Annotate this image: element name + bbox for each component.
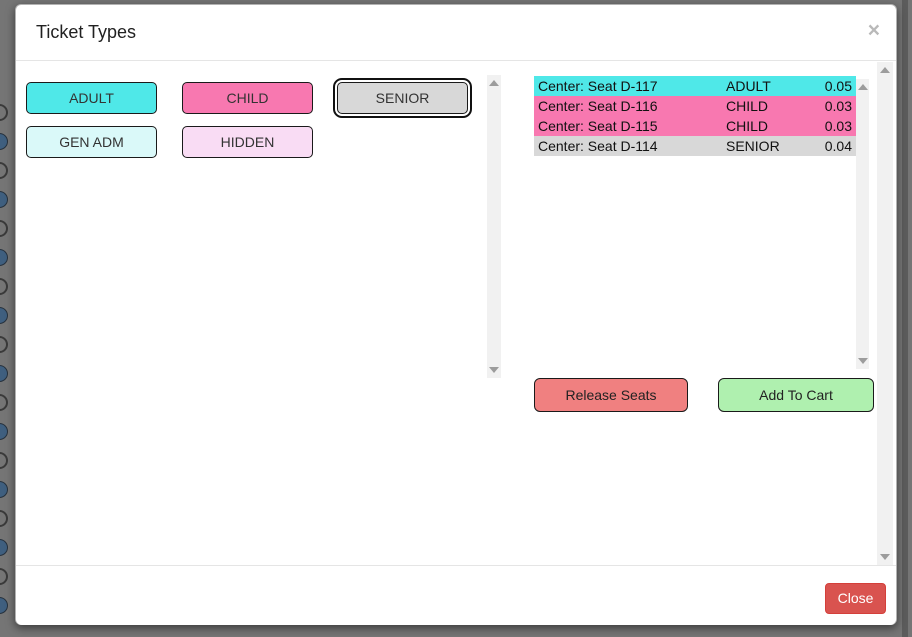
seat-circle-icon — [0, 510, 8, 527]
ticket-type-button-senior[interactable]: SENIOR — [333, 78, 472, 118]
ticket-types-modal: Ticket Types × ADULT CHILD SENIOR GEN AD… — [15, 4, 897, 625]
release-seats-button[interactable]: Release Seats — [534, 378, 688, 412]
ticket-type-button-hidden[interactable]: HIDDEN — [182, 126, 313, 158]
seat-circle-icon — [0, 336, 8, 353]
scroll-down-icon[interactable] — [880, 554, 890, 560]
seat-label: Center: Seat D-117 — [538, 78, 658, 94]
ticket-type-button-child[interactable]: CHILD — [182, 82, 313, 114]
modal-footer: Close — [16, 565, 896, 625]
modal-header: Ticket Types × — [16, 5, 896, 61]
seat-price: 0.04 — [824, 138, 852, 154]
seat-circle-icon — [0, 481, 8, 498]
scroll-up-icon[interactable] — [880, 67, 890, 73]
seat-circle-icon — [0, 452, 8, 469]
seat-row[interactable]: Center: Seat D-117 ADULT 0.05 — [534, 76, 856, 96]
modal-body: ADULT CHILD SENIOR GEN ADM HIDDEN Center… — [16, 62, 896, 565]
seat-label: Center: Seat D-115 — [538, 118, 658, 134]
modal-title: Ticket Types — [36, 22, 137, 42]
seat-label: Center: Seat D-114 — [538, 138, 658, 154]
seat-ticket-type: ADULT — [726, 78, 771, 94]
seat-list-scrollbar[interactable] — [856, 79, 869, 369]
seat-circle-icon — [0, 568, 8, 585]
seat-circle-icon — [0, 191, 8, 208]
close-x-icon[interactable]: × — [867, 19, 880, 42]
add-to-cart-button[interactable]: Add To Cart — [718, 378, 874, 412]
seat-price: 0.05 — [824, 78, 852, 94]
ticket-type-button-adult[interactable]: ADULT — [26, 82, 157, 114]
seat-circle-icon — [0, 220, 8, 237]
page-scrollbar-strip — [902, 0, 908, 637]
ticket-type-button-gen-adm[interactable]: GEN ADM — [26, 126, 157, 158]
close-button[interactable]: Close — [825, 583, 886, 614]
seat-circle-icon — [0, 597, 8, 614]
scroll-down-icon[interactable] — [489, 367, 499, 373]
seat-ticket-type: CHILD — [726, 118, 769, 134]
seat-circle-icon — [0, 278, 8, 295]
seat-circle-icon — [0, 307, 8, 324]
seat-circle-icon — [0, 539, 8, 556]
scroll-down-icon[interactable] — [857, 358, 868, 364]
seat-price: 0.03 — [824, 98, 852, 114]
seat-circle-icon — [0, 249, 8, 266]
seat-row[interactable]: Center: Seat D-116 CHILD 0.03 — [534, 96, 856, 116]
scroll-up-icon[interactable] — [857, 84, 868, 90]
seat-ticket-type: CHILD — [726, 98, 769, 114]
ticket-list-scrollbar[interactable] — [487, 75, 501, 378]
seat-row[interactable]: Center: Seat D-115 CHILD 0.03 — [534, 116, 856, 136]
seat-ticket-type: SENIOR — [726, 138, 780, 154]
seat-circle-icon — [0, 423, 8, 440]
seat-circle-icon — [0, 162, 8, 179]
seat-circle-icon — [0, 365, 8, 382]
seat-label: Center: Seat D-116 — [538, 98, 658, 114]
scroll-up-icon[interactable] — [489, 80, 499, 86]
selected-seats-list: Center: Seat D-117 ADULT 0.05 Center: Se… — [534, 76, 870, 374]
seat-circle-icon — [0, 133, 8, 150]
seat-circle-icon — [0, 394, 8, 411]
seat-circle-icon — [0, 104, 8, 121]
seat-price: 0.03 — [824, 118, 852, 134]
modal-body-scrollbar[interactable] — [877, 62, 893, 565]
seat-row[interactable]: Center: Seat D-114 SENIOR 0.04 — [534, 136, 856, 156]
